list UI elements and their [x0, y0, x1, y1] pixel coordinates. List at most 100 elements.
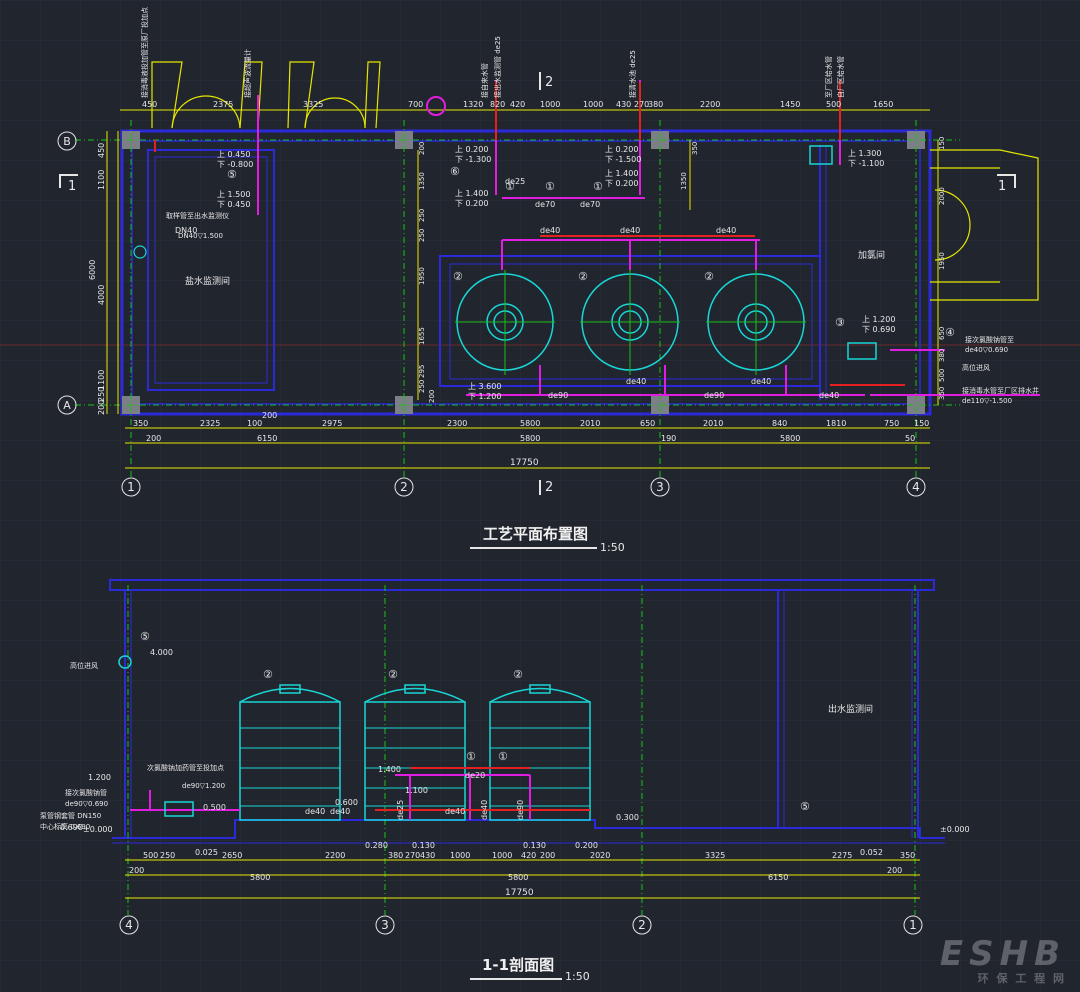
level-up: 上 0.450: [217, 150, 250, 159]
dim-section: 200: [540, 851, 555, 860]
section-callouts: ② ② ② ① ① ⑤ ⑤: [140, 630, 810, 813]
note: de110▽-1.500: [962, 397, 1012, 405]
note: de90▽0.690: [65, 800, 108, 808]
plan-axis-3: 3: [656, 480, 664, 494]
pipe-label: de90: [704, 391, 724, 400]
pipe-label: de40: [480, 800, 489, 820]
level: 0.052: [860, 848, 883, 857]
dim-left: 4000: [97, 285, 106, 305]
monitor-room: [147, 149, 275, 391]
level-up: 上 1.400: [455, 189, 488, 198]
dim-bottom2: 190: [661, 434, 676, 443]
dim-inner: 1350: [418, 172, 426, 190]
dim-bottom2: 200: [262, 411, 277, 420]
level-up: 上 1.300: [848, 149, 881, 158]
dim-bottom: 1810: [826, 419, 846, 428]
level: 0.025: [195, 848, 218, 857]
dim-inner: 200: [428, 390, 436, 403]
note: 自厂区给水管: [836, 56, 845, 98]
level: 1.100: [405, 786, 428, 795]
level: 0.130: [523, 841, 546, 850]
dim-bottom: 2010: [580, 419, 600, 428]
section-pipes: [130, 774, 531, 820]
dim-inner: 2000: [938, 187, 946, 205]
dim-section2: 5800: [250, 873, 270, 882]
callout: ②: [513, 668, 523, 681]
callout: ⑤: [140, 630, 150, 643]
dim-top: 500: [826, 100, 841, 109]
tanks-section: [239, 684, 591, 821]
dim-section: 420: [521, 851, 536, 860]
section-axis-4: 4: [125, 918, 133, 932]
note: de90▽1.200: [182, 782, 225, 790]
dim-section2: 200: [129, 866, 144, 875]
dim-top: 450: [142, 100, 157, 109]
pipe-label: de40: [751, 377, 771, 386]
section-notes: 高位进风 次氯酸钠加药管至投加点 de90▽1.200 接次氯酸钠管 de90▽…: [40, 661, 225, 831]
callout: ②: [453, 270, 463, 283]
level-up: 上 3.600: [468, 382, 501, 391]
dim-bottom: 650: [640, 419, 655, 428]
pipe-label: de25: [505, 177, 525, 186]
note: 接清水池 de25: [628, 50, 637, 98]
callout: ②: [263, 668, 273, 681]
level-up: 上 0.200: [455, 145, 488, 154]
dim-left: 200: [97, 400, 106, 415]
dim-section: 380: [388, 851, 403, 860]
note: 接自来水管: [480, 63, 489, 98]
level-down: 下 0.690: [862, 325, 895, 334]
pump-plan: [847, 342, 877, 360]
callout: ②: [578, 270, 588, 283]
section-mark-top: 2: [545, 75, 553, 90]
plan-inner-dims: 200 1350 250 250 1950 1655 295 250 200 3…: [418, 137, 946, 403]
dim-section: 430: [420, 851, 435, 860]
plan-axis-4: 4: [912, 480, 920, 494]
section-dim-lines: [125, 859, 920, 899]
dim-inner: 1950: [938, 252, 946, 270]
dim-top: 420: [510, 100, 525, 109]
callout: ②: [388, 668, 398, 681]
level: 0.300: [616, 813, 639, 822]
dim-top: 700: [408, 100, 423, 109]
dim-top: 1320: [463, 100, 483, 109]
pipe-label: de25: [396, 800, 405, 820]
dim-top: 1450: [780, 100, 800, 109]
dim-bottom2: 5800: [780, 434, 800, 443]
section-marks: [59, 72, 1016, 495]
section-red-pipes: [375, 767, 590, 811]
level-up: 上 0.200: [605, 145, 638, 154]
dim-top: 380: [648, 100, 663, 109]
section-mark-bottom: 2: [545, 480, 553, 495]
note: DN40▽1.500: [178, 232, 223, 240]
note: 接消毒水管至厂区排水井: [962, 386, 1039, 395]
dim-left: 6000: [88, 260, 97, 280]
pipe-label: de70: [535, 200, 555, 209]
room-label-chlorine: 加氯间: [858, 249, 885, 261]
pipe-label: de40: [716, 226, 736, 235]
plan-axis-2: 2: [400, 480, 408, 494]
section-dims-2: 200 5800 5800 6150 200: [129, 866, 902, 882]
section-axis-1: 1: [909, 918, 917, 932]
plan-axis-1: 1: [127, 480, 135, 494]
plan-scale: 1:50: [600, 541, 625, 554]
note: 次氯酸钠加药管至投加点: [147, 763, 224, 772]
note: 中心标高 0.690: [40, 822, 90, 831]
level-down: 下 1.200: [468, 392, 501, 401]
plan-total-dim: 17750: [510, 458, 539, 468]
section-room-label: 出水监测间: [828, 703, 873, 715]
dim-inner: 250: [418, 380, 426, 393]
dim-left: 1100: [97, 370, 106, 390]
dim-section: 350: [900, 851, 915, 860]
section-total-dim: 17750: [505, 888, 534, 898]
plan-levels: 上 0.450 下 -0.800 上 1.500 下 0.450 上 0.200…: [217, 145, 895, 401]
pipe-label: de40: [540, 226, 560, 235]
dim-inner: 500: [938, 369, 946, 382]
note: 高位进风: [962, 363, 990, 372]
level: 0.600: [335, 798, 358, 807]
dim-bottom: 2010: [703, 419, 723, 428]
dim-bottom2: 200: [146, 434, 161, 443]
plan-left-dims: 450 1100 6000 4000 250 1100 200: [88, 143, 106, 415]
note: 取样管至出水监测仪: [166, 211, 229, 220]
plan-pipe-labels: de70 de70 de40 de40 de40 de90 de40 de40 …: [175, 177, 839, 400]
plan-notes: 接消毒液投加管至原厂投加点 接超声波流量计 接自来水管 接出水监测管 de25 …: [140, 7, 1039, 405]
